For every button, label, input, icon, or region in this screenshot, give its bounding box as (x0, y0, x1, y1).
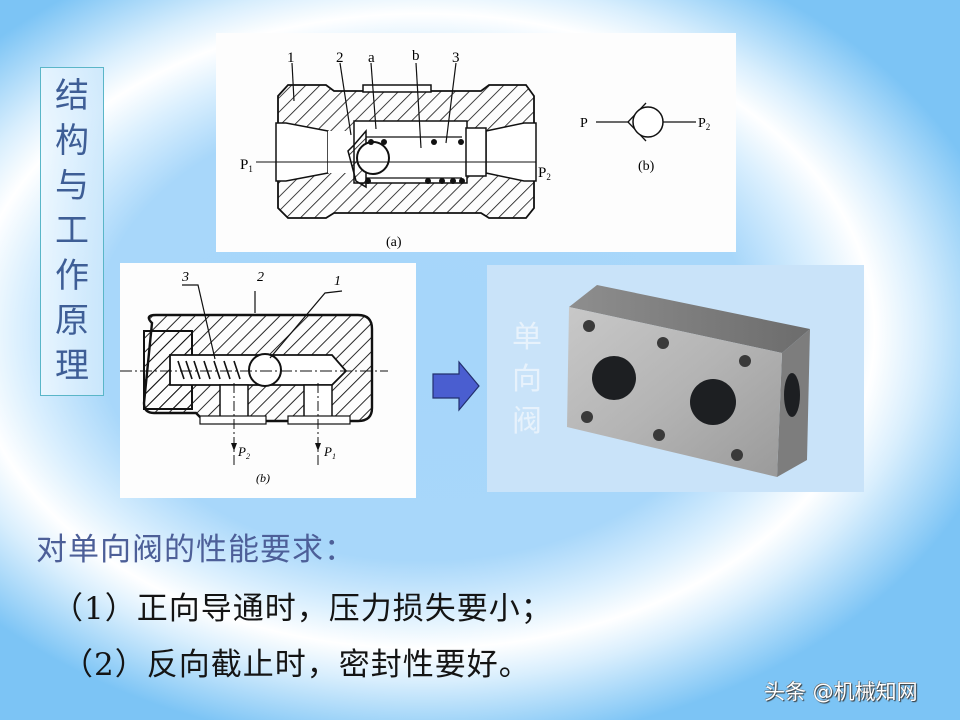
requirement-item: （1）正向导通时，压力损失要小； (52, 591, 553, 627)
requirements-heading: 对单向阀的性能要求： (36, 532, 356, 568)
check-valve-section-drawing: 1 2 a b 3 P1 P2 (a) P P2 (b) (240, 48, 710, 250)
side-title-char: 结 (55, 76, 89, 116)
port-p2-label: P2 (237, 444, 250, 461)
side-title-char: 与 (55, 166, 89, 206)
watermark: 头条 @机械知网 (764, 680, 918, 704)
part-label-a: a (368, 50, 375, 66)
check-valve-section-diagram: 1 2 a b 3 P1 P2 (a) P P2 (b) (216, 33, 736, 252)
photo-label-char: 阀 (512, 404, 542, 439)
side-title-char: 工 (55, 211, 89, 251)
port-p2-label: P2 (538, 165, 551, 182)
photo-label-char: 向 (512, 362, 542, 397)
caption-a: (a) (386, 235, 402, 250)
part-label-2: 2 (336, 50, 344, 66)
valve-block-render (567, 285, 810, 477)
requirement-item: （2）反向截止时，密封性要好。 (62, 647, 531, 683)
caption-b: (b) (638, 159, 655, 174)
side-title-char: 作 (55, 256, 89, 296)
right-angle-check-valve-drawing: 3 2 1 P2 P1 (b) (120, 270, 388, 485)
caption-b: (b) (256, 471, 270, 485)
side-title-box: 结 构 与 工 作 原 理 (40, 67, 104, 396)
check-valve-photo: 单 向 阀 (487, 265, 864, 492)
symbol-p2-label: P2 (698, 116, 710, 132)
part-label-2: 2 (257, 270, 264, 285)
symbol-p-label: P (580, 116, 588, 131)
part-label-3: 3 (181, 270, 189, 285)
part-label-1: 1 (287, 50, 295, 66)
part-label-1: 1 (334, 274, 341, 289)
check-valve-symbol (596, 102, 696, 142)
part-label-3: 3 (452, 50, 460, 66)
side-title-char: 原 (55, 301, 89, 341)
port-p1-label: P1 (323, 444, 336, 461)
side-title-char: 理 (55, 346, 89, 386)
side-title-char: 构 (55, 121, 89, 161)
right-arrow-icon (432, 360, 480, 412)
part-label-b: b (412, 48, 420, 64)
photo-watermark-label: 单 向 阀 (509, 317, 545, 443)
right-angle-check-valve-diagram: 3 2 1 P2 P1 (b) (120, 263, 416, 498)
photo-label-char: 单 (512, 320, 542, 355)
port-p1-label: P1 (240, 157, 253, 174)
